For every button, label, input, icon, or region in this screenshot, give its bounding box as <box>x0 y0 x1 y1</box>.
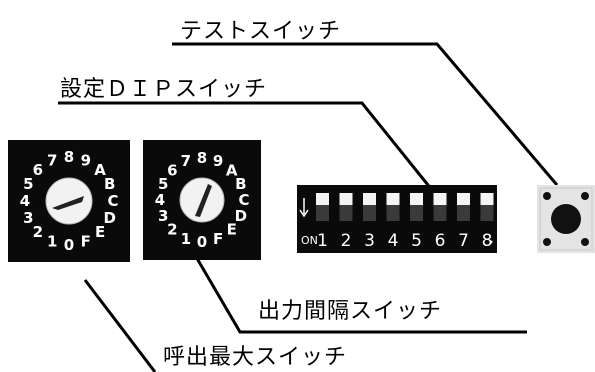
dip-number: 7 <box>458 231 469 251</box>
test-switch-button <box>551 204 581 234</box>
dial-digit: 0 <box>197 233 207 251</box>
output-interval-label: 出力間隔スイッチ <box>258 299 442 324</box>
dial-digit: C <box>238 191 249 209</box>
dip-toggles <box>316 193 494 221</box>
dip-toggle <box>433 193 447 205</box>
dip-toggle <box>316 193 329 205</box>
test-switch-pin <box>543 192 551 200</box>
dip-switch-label: 設定ＤＩＰスイッチ <box>60 77 267 102</box>
on-arrow-icon <box>299 198 309 218</box>
test-switch <box>537 185 595 253</box>
dial-digit: B <box>104 175 115 193</box>
dial-digit: 3 <box>23 209 33 227</box>
dip-toggle <box>363 193 376 205</box>
test-switch-label: テストスイッチ <box>180 19 341 44</box>
dial-digit: D <box>103 209 115 227</box>
dial-digit: F <box>81 233 91 251</box>
dip-toggle <box>339 193 353 205</box>
dip-number: 3 <box>364 231 375 251</box>
dip-switch-leader <box>58 101 434 191</box>
dial-digit: 5 <box>23 175 33 193</box>
dip-dot <box>489 240 493 244</box>
dial-digit: 1 <box>47 233 57 251</box>
dip-number: 5 <box>411 231 422 251</box>
dip-toggle <box>386 193 400 205</box>
dip-number: 2 <box>341 231 352 251</box>
dial-digit: 9 <box>213 152 223 170</box>
dial-digit: 3 <box>158 207 168 225</box>
dip-on-label: ON <box>301 234 318 247</box>
dial-digit: 8 <box>64 148 74 166</box>
dial-digit: A <box>94 161 106 179</box>
dip-number: 4 <box>388 231 399 251</box>
dial-digit: 7 <box>47 151 57 169</box>
dip-toggle <box>480 193 494 205</box>
dip-toggle <box>457 193 470 205</box>
dial-digit: 6 <box>167 161 177 179</box>
dial-digit: D <box>235 207 247 225</box>
dial-digit: A <box>226 161 238 179</box>
call-max-leader <box>83 279 157 372</box>
dip-number: 6 <box>435 231 446 251</box>
test-switch-pin <box>543 238 551 246</box>
dial-digit: E <box>227 221 237 239</box>
dial-knob <box>45 177 93 225</box>
dial-digit: 4 <box>20 192 30 210</box>
test-switch-pin <box>581 192 589 200</box>
dial-digit: 1 <box>181 230 191 248</box>
dial-digit: 7 <box>181 152 191 170</box>
dial-digit: 5 <box>158 175 168 193</box>
dial-digit: 2 <box>167 221 177 239</box>
dial-digit: 4 <box>155 191 165 209</box>
dial-digit: 9 <box>81 151 91 169</box>
dip-number: 8 <box>482 231 493 251</box>
output-interval-leader <box>193 254 527 334</box>
test-switch-pin <box>581 238 589 246</box>
test-switch-leader <box>172 42 559 186</box>
dial-digit: E <box>95 223 105 241</box>
dial-digit: 0 <box>64 236 74 254</box>
dip-number: 1 <box>317 231 328 251</box>
dial-digit: 2 <box>33 223 43 241</box>
dip-toggle <box>410 193 423 205</box>
dial-digit: C <box>107 192 118 210</box>
dial-digit: 8 <box>197 149 207 167</box>
dial-digit: B <box>235 175 246 193</box>
dial-arrow-icon <box>52 196 84 210</box>
dial-arrow-icon <box>195 184 212 217</box>
dial-digit: 6 <box>33 161 43 179</box>
call-max-label: 呼出最大スイッチ <box>163 345 347 370</box>
dial-digit: F <box>213 230 223 248</box>
